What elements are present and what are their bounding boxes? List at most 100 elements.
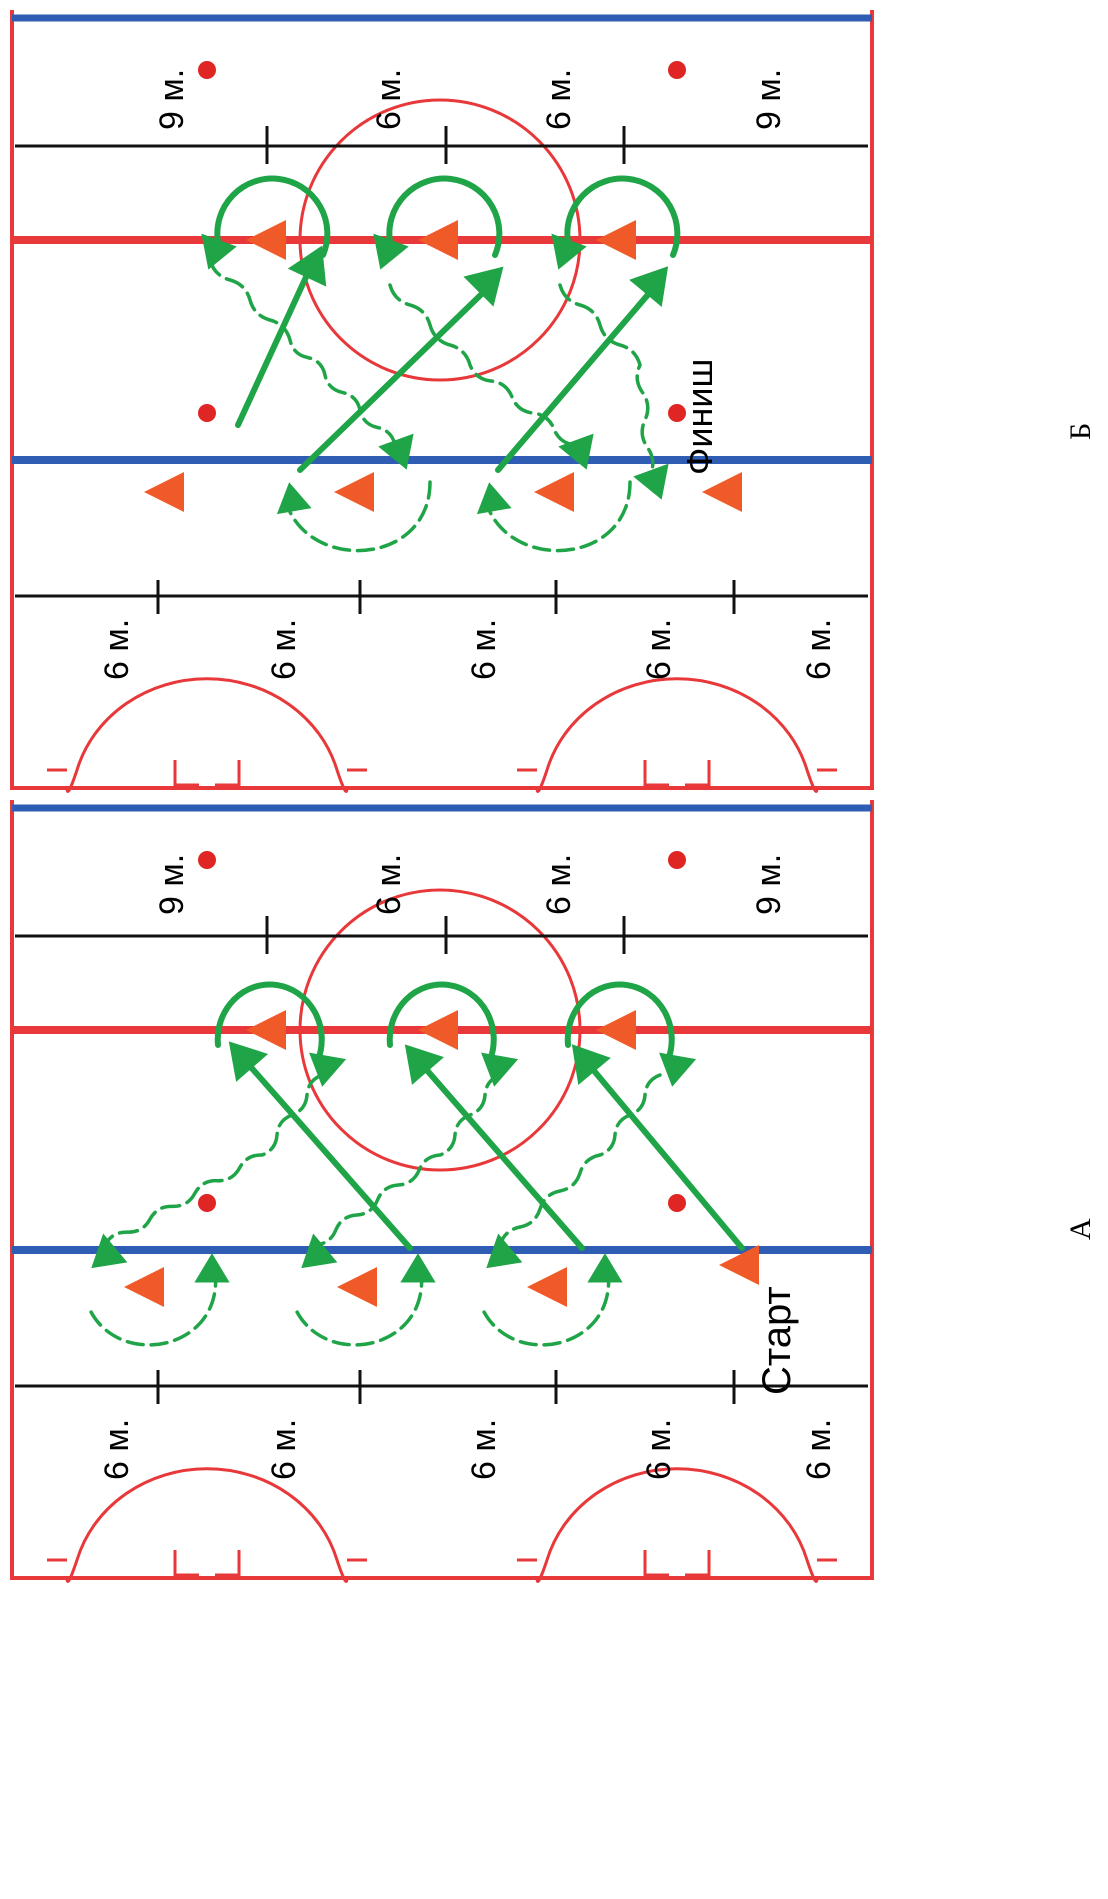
distance-label: 9 м.: [750, 854, 788, 915]
distance-label: 6 м.: [800, 1419, 838, 1480]
distance-label: 6 м.: [370, 854, 408, 915]
cone-icon: [334, 472, 374, 512]
faceoff-dot: [198, 404, 216, 422]
drill-paths: [88, 981, 745, 1347]
labels: 9 м. 6 м. 6 м. 9 м. 6 м. 6 м. 6 м. 6 м. …: [98, 69, 1097, 1480]
puck-path: [208, 258, 397, 447]
curl-path: [564, 981, 675, 1063]
distance-label: 6 м.: [98, 1419, 136, 1480]
puck-path: [558, 283, 655, 477]
center-circle: [298, 888, 582, 1172]
distance-label: 6 м.: [370, 69, 408, 130]
distance-label: 6 м.: [265, 619, 303, 680]
distance-label: 6 м.: [540, 69, 578, 130]
distance-label: 6 м.: [265, 1419, 303, 1480]
arrow-head-icon: [558, 433, 594, 470]
puck-path: [313, 1073, 502, 1247]
distance-label: 6 м.: [640, 1419, 678, 1480]
puck-path: [103, 1073, 324, 1247]
arrow-head-icon: [571, 1044, 611, 1086]
distance-label: 6 м.: [98, 619, 136, 680]
cone-icon: [124, 1267, 164, 1307]
distance-label: 6 м.: [465, 1419, 503, 1480]
cone-icon: [246, 220, 286, 260]
curl-path: [214, 175, 331, 258]
cone-icon: [144, 472, 184, 512]
cones: [124, 1010, 759, 1307]
curl-path: [386, 175, 503, 258]
arrow-head-icon: [228, 1041, 269, 1082]
cone-icon: [418, 1010, 458, 1050]
faceoff-dot: [668, 851, 686, 869]
arrow-head-icon: [400, 1253, 436, 1283]
arrow-head-icon: [201, 233, 237, 270]
skate-arrow: [235, 261, 315, 428]
cone-icon: [596, 220, 636, 260]
distance-label: 6 м.: [640, 619, 678, 680]
cone-icon: [337, 1267, 377, 1307]
skate-arrow: [495, 281, 660, 473]
goal-crease: [65, 1467, 349, 1583]
arrow-head-icon: [587, 1253, 623, 1283]
arrow-head-icon: [551, 233, 587, 270]
finish-label: Финиш: [679, 359, 720, 475]
cone-icon: [246, 1010, 286, 1050]
goal-mark: [643, 760, 711, 787]
arrow-head-icon: [659, 1052, 697, 1087]
faceoff-dot: [198, 61, 216, 79]
distance-label: 6 м.: [465, 619, 503, 680]
arrow-head-icon: [276, 482, 312, 515]
distance-label: 9 м.: [153, 69, 191, 130]
start-label: Старт: [755, 1286, 799, 1395]
distance-label: 9 м.: [750, 69, 788, 130]
arrow-head-icon: [476, 482, 512, 515]
arrow-head-icon: [287, 245, 327, 287]
skate-arrow: [239, 1054, 413, 1251]
panel-caption: А: [1064, 1218, 1097, 1240]
cone-icon: [418, 220, 458, 260]
puck-path: [288, 480, 432, 553]
panel-caption: Б: [1064, 423, 1097, 440]
goal-mark: [173, 760, 241, 787]
skate-arrow: [582, 1057, 745, 1251]
cone-icon: [702, 472, 742, 512]
arrow-head-icon: [378, 433, 414, 470]
arrow-head-icon: [486, 1233, 523, 1269]
drill-paths: [201, 175, 681, 553]
rink-panel-a: [10, 800, 874, 1583]
arrow-head-icon: [633, 463, 669, 500]
puck-path: [388, 283, 577, 447]
goal-mark: [173, 1550, 241, 1577]
faceoff-dot: [668, 1194, 686, 1212]
curl-path: [214, 981, 325, 1063]
faceoff-dot: [198, 1194, 216, 1212]
puck-path: [488, 480, 632, 553]
puck-path: [88, 1268, 218, 1347]
arrow-head-icon: [404, 1044, 445, 1085]
arrow-head-icon: [194, 1253, 230, 1283]
puck-path: [294, 1268, 424, 1347]
skate-arrow: [415, 1057, 585, 1251]
faceoff-dot: [668, 61, 686, 79]
arrow-head-icon: [629, 266, 669, 308]
distance-label: 6 м.: [540, 854, 578, 915]
distance-label: 9 м.: [153, 854, 191, 915]
puck-path: [481, 1268, 611, 1347]
curl-path: [386, 981, 497, 1063]
cone-icon: [719, 1245, 759, 1285]
skate-arrow: [297, 281, 495, 473]
rink-panel-b: [10, 10, 874, 793]
distance-label: 6 м.: [800, 619, 838, 680]
faceoff-dot: [668, 404, 686, 422]
goal-crease: [535, 677, 819, 793]
arrow-head-icon: [373, 233, 409, 270]
arrow-head-icon: [463, 266, 504, 307]
arrow-head-icon: [91, 1233, 128, 1269]
arrow-head-icon: [481, 1052, 519, 1087]
goal-crease: [65, 677, 349, 793]
arrow-head-icon: [309, 1052, 347, 1087]
cones: [144, 220, 742, 512]
goal-mark: [643, 1550, 711, 1577]
cone-icon: [527, 1267, 567, 1307]
curl-path: [564, 175, 681, 258]
